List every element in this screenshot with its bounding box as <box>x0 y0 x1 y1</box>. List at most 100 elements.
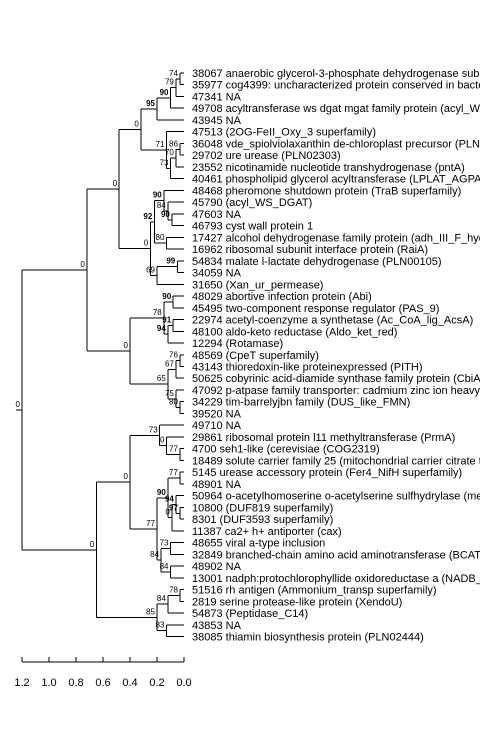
leaf-label: 36048 vde_spiolviolaxanthin de-chloropla… <box>192 138 480 150</box>
bootstrap-value: 0 <box>134 119 139 128</box>
bootstrap-value: 0 <box>80 260 85 269</box>
leaf-label: 51516 rh antigen (Ammonium_transp superf… <box>192 585 437 597</box>
leaf-label: 34229 tim-barrelyjbn family (DUS_like_FM… <box>192 397 410 409</box>
leaf-label: 12294 (Rotamase) <box>192 338 283 350</box>
bootstrap-value: 0 <box>90 540 95 549</box>
leaf-label: 32849 branched-chain amino acid aminotra… <box>192 549 480 561</box>
leaf-label: 22974 acetyl-coenzyme a synthetase (Ac_C… <box>192 315 473 327</box>
bootstrap-value: 84 <box>160 562 169 571</box>
axis-tick-label: 1.2 <box>14 677 29 689</box>
leaf-label: 50625 cobyrinic acid-diamide synthase fa… <box>192 373 480 385</box>
bootstrap-value: 94 <box>165 494 174 503</box>
bootstrap-value: 90 <box>161 210 170 219</box>
axis-tick-label: 0.4 <box>122 677 137 689</box>
bootstrap-value: 0 <box>113 179 118 188</box>
axis-tick-label: 0.6 <box>95 677 110 689</box>
leaf-label: 31650 (Xan_ur_permease) <box>192 279 323 291</box>
bootstrap-value: 0 <box>160 436 165 445</box>
bootstrap-value: 99 <box>166 257 175 266</box>
leaf-label: 48468 pheromone shutdown protein (TraB s… <box>192 185 461 197</box>
bootstrap-value: 70 <box>165 148 174 157</box>
leaf-label: 38067 anaerobic glycerol-3-phosphate deh… <box>192 68 480 80</box>
bootstrap-value: 92 <box>143 212 152 221</box>
bootstrap-value: 74 <box>169 69 178 78</box>
leaf-label: 11387 ca2+ h+ antiporter (cax) <box>192 526 342 538</box>
axis-tick-label: 0.2 <box>149 677 164 689</box>
bootstrap-value: 84 <box>157 201 166 210</box>
leaf-label: 48901 NA <box>192 479 242 491</box>
leaf-label: 49710 NA <box>192 420 242 432</box>
leaf-labels: 38067 anaerobic glycerol-3-phosphate deh… <box>192 68 480 644</box>
bootstrap-value: 69 <box>146 266 155 275</box>
bootstrap-value: 83 <box>156 621 165 630</box>
leaf-label: 34059 NA <box>192 268 242 280</box>
bootstrap-value: 97 <box>169 503 178 512</box>
bootstrap-value: 77 <box>169 468 178 477</box>
bootstrap-value: 0 <box>124 341 129 350</box>
axis-tick-label: 0.0 <box>176 677 191 689</box>
leaf-label: 16962 ribosomal subunit interface protei… <box>192 244 428 256</box>
leaf-label: 2819 serine protease-like protein (Xendo… <box>192 596 402 608</box>
bootstrap-value: 90 <box>153 191 162 200</box>
bootstrap-value: 78 <box>153 308 162 317</box>
bootstrap-value: 79 <box>165 78 174 87</box>
leaf-label: 48029 abortive infection protein (Abi) <box>192 291 372 303</box>
leaf-label: 29861 ribosomal protein l11 methyltransf… <box>192 432 455 444</box>
bootstrap-value: 71 <box>156 140 165 149</box>
bootstrap-value: 0 <box>165 508 170 517</box>
leaf-label: 50964 o-acetylhomoserine o-acetylserine … <box>192 491 480 503</box>
leaf-label: 47341 NA <box>192 91 242 103</box>
bootstrap-value: 73 <box>160 538 169 547</box>
leaf-label: 8301 (DUF3593 superfamily) <box>192 514 333 526</box>
leaf-label: 47513 (2OG-FeII_Oxy_3 superfamily) <box>192 127 376 139</box>
leaf-label: 48655 viral a-type inclusion <box>192 538 325 550</box>
bootstrap-value: 90 <box>160 88 169 97</box>
leaf-label: 5145 urease accessory protein (Fer4_NifH… <box>192 467 462 479</box>
bootstrap-value: 0 <box>16 400 21 409</box>
bootstrap-value: 77 <box>169 445 178 454</box>
leaf-label: 47603 NA <box>192 209 242 221</box>
leaf-label: 13001 nadph:protochlorophyllide oxidored… <box>192 573 480 585</box>
leaf-label: 10800 (DUF819 superfamily) <box>192 502 333 514</box>
leaf-label: 43853 NA <box>192 620 242 632</box>
bootstrap-value: 80 <box>156 233 165 242</box>
leaf-label: 17427 alcohol dehydrogenase family prote… <box>192 232 480 244</box>
bootstrap-value: 0 <box>144 239 149 248</box>
leaf-label: 43143 thioredoxin-like proteinexpressed … <box>192 362 423 374</box>
bootstrap-value: 90 <box>162 292 171 301</box>
tree-branches <box>16 72 184 638</box>
bootstrap-value: 90 <box>157 488 166 497</box>
bootstrap-value: 85 <box>146 607 155 616</box>
bootstrap-value: 84 <box>150 550 159 559</box>
bootstrap-value: 67 <box>165 359 174 368</box>
axis-tick-label: 1.0 <box>41 677 56 689</box>
bootstrap-value: 65 <box>157 374 166 383</box>
leaf-label: 48100 aldo-keto reductase (Aldo_ket_red) <box>192 326 397 338</box>
leaf-label: 38085 thiamin biosynthesis protein (PLN0… <box>192 632 424 644</box>
bootstrap-value: 73 <box>149 425 158 434</box>
leaf-label: 39520 NA <box>192 408 242 420</box>
leaf-label: 47092 p-atpase family transporter: cadmi… <box>192 385 480 397</box>
bootstrap-value: 95 <box>146 99 155 108</box>
leaf-label: 35977 cog4399: uncharacterized protein c… <box>192 80 480 92</box>
leaf-label: 43945 NA <box>192 115 242 127</box>
scale-axis: 1.2 1.0 0.8 0.6 0.4 0.2 0.0 <box>14 657 192 689</box>
bootstrap-value: 91 <box>162 315 171 324</box>
axis-tick-label: 0.8 <box>68 677 83 689</box>
leaf-label: 18489 solute carrier family 25 (mitochon… <box>192 455 480 467</box>
leaf-label: 4700 seh1-like (cerevisiae (COG2319) <box>192 444 380 456</box>
leaf-label: 46793 cyst wall protein 1 <box>192 221 313 233</box>
bootstrap-value: 77 <box>146 519 155 528</box>
leaf-label: 49708 acyltransferase ws dgat mgat famil… <box>192 103 480 115</box>
bootstrap-value: 76 <box>169 351 178 360</box>
leaf-label: 40461 phospholipid glycerol acyltransfer… <box>192 174 480 186</box>
leaf-label: 54834 malate l-lactate dehydrogenase (PL… <box>192 256 442 268</box>
bootstrap-value: 75 <box>165 389 174 398</box>
bootstrap-value: 80 <box>169 398 178 407</box>
leaf-label: 29702 ure urease (PLN02303) <box>192 150 341 162</box>
leaf-label: 45790 (acyl_WS_DGAT) <box>192 197 312 209</box>
leaf-label: 48569 (CpeT superfamily) <box>192 350 319 362</box>
leaf-label: 45495 two-component response regulator (… <box>192 303 439 315</box>
leaf-label: 23552 nicotinamide nucleotide transhydro… <box>192 162 465 174</box>
